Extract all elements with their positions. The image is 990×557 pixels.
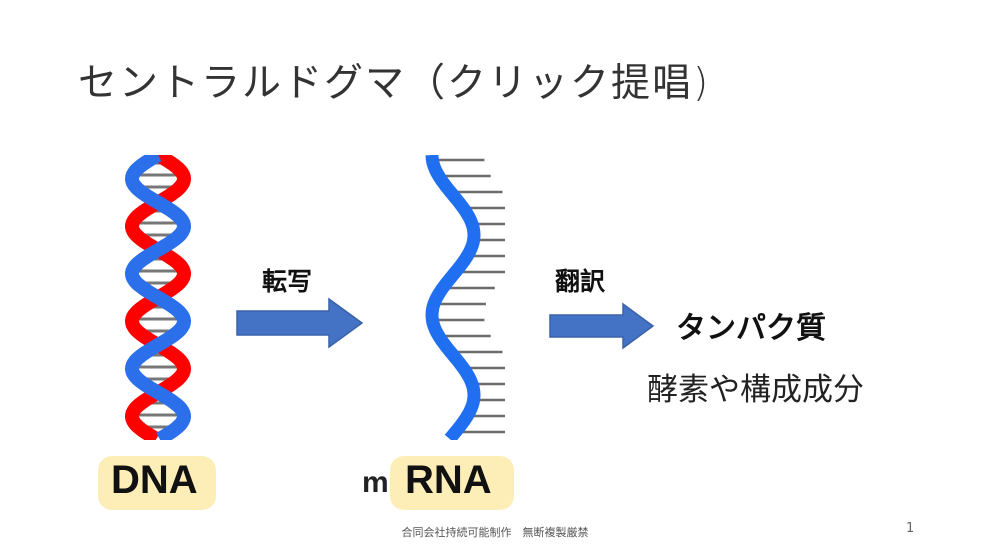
mrna-strand-icon [425, 155, 505, 440]
dna-label-highlight [98, 456, 216, 510]
mrna-prefix-label: m [362, 466, 389, 499]
mrna-backbone [425, 155, 481, 440]
translation-label: 翻訳 [555, 267, 606, 296]
transcription-label: 転写 [262, 267, 313, 296]
protein-label: タンパク質 [676, 311, 826, 346]
dna-strand-blue [124, 155, 192, 440]
mrna-label: RNA [405, 458, 492, 502]
mrna-bases [432, 158, 505, 434]
mrna-label-highlight [390, 456, 514, 510]
translation-arrow-icon [549, 302, 655, 350]
page-number: 1 [906, 521, 915, 536]
footer-copyright: 合同会社持続可能制作 無断複製厳禁 [401, 526, 589, 539]
transcription-arrow-icon [236, 297, 364, 349]
dna-helix-icon [124, 155, 192, 440]
dna-label: DNA [111, 458, 198, 502]
protein-description: 酵素や構成成分 [647, 372, 864, 408]
slide-title: セントラルドグマ（クリック提唱) [78, 61, 711, 106]
